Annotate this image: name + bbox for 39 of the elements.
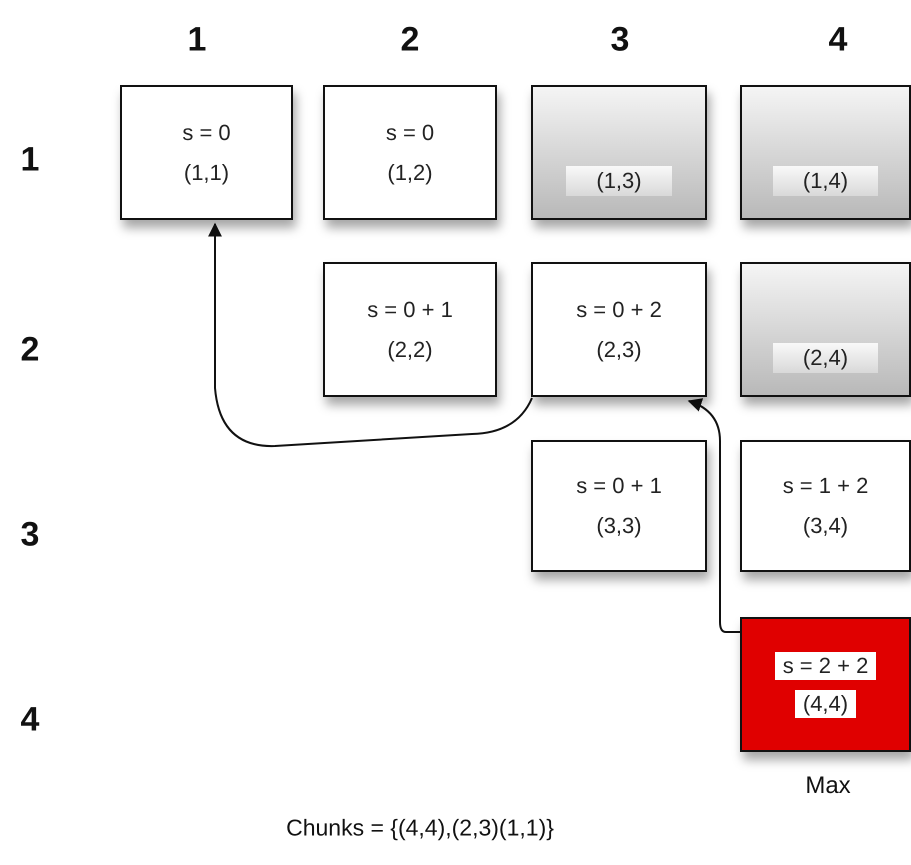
cell-label: (2,2) (387, 336, 433, 362)
cell-label: (1,3) (566, 166, 672, 196)
cell-label: (1,4) (772, 166, 878, 196)
cell-label: (4,4) (794, 690, 856, 718)
matrix-cell (740, 440, 911, 572)
row-number: 2 (20, 330, 40, 370)
cell-caption: Max (805, 772, 851, 800)
cell-label: (3,4) (802, 513, 848, 539)
cell-label: (1,2) (387, 160, 433, 186)
column-number: 3 (610, 20, 630, 60)
arrow (688, 398, 740, 633)
cell-label: (2,3) (596, 336, 642, 362)
matrix-cell (531, 440, 707, 572)
cell-label: s = 0 + 1 (367, 296, 453, 322)
cell-label: s = 0 (182, 120, 231, 146)
matrix-cell (740, 617, 911, 752)
matrix-cell (531, 262, 707, 397)
cell-label: s = 0 (386, 120, 434, 146)
row-number: 4 (20, 700, 40, 740)
row-number: 3 (20, 516, 40, 554)
cell-label: s = 1 + 2 (782, 473, 868, 499)
caption: Chunks = {(4,4),(2,3)(1,1)} (286, 814, 554, 842)
matrix-cell (531, 85, 707, 220)
cell-label: s = 0 + 2 (576, 296, 662, 322)
matrix-cell (120, 85, 293, 220)
column-number: 4 (828, 20, 848, 60)
cell-label: (2,4) (772, 343, 878, 373)
column-number: 2 (400, 20, 420, 60)
column-number: 1 (188, 20, 206, 60)
arrow (208, 222, 533, 447)
matrix-cell (323, 262, 497, 397)
cell-label: s = 2 + 2 (774, 652, 876, 680)
matrix-cell (740, 262, 911, 397)
cell-label: (3,3) (596, 513, 642, 539)
cell-label: s = 0 + 1 (576, 473, 662, 499)
cell-label: (1,1) (184, 160, 230, 186)
matrix-cell (740, 85, 911, 220)
row-number: 1 (20, 140, 40, 180)
matrix-cell (323, 85, 497, 220)
